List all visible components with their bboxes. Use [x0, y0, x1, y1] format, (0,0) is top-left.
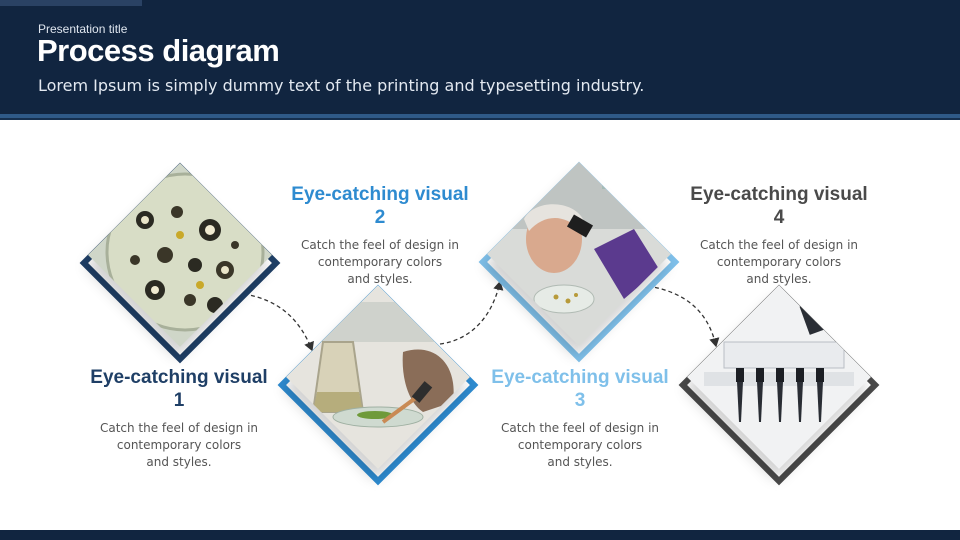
step-4-title: Eye-catching visual 4 [679, 183, 879, 229]
step-3-number: 3 [574, 390, 586, 411]
step-2-desc-line: Catch the feel of design in [300, 238, 460, 252]
scientist-microscope-image [487, 162, 671, 346]
header-divider-dark [0, 118, 960, 120]
step-1-title-text: Eye-catching visual [90, 367, 268, 388]
step-3-desc-line: Catch the feel of design in [500, 421, 660, 435]
step-4-description: Catch the feel of design in contemporary… [679, 237, 879, 288]
step-3-title-text: Eye-catching visual [491, 367, 669, 388]
step-3-visual [478, 161, 680, 363]
step-4-desc-line: and styles. [746, 272, 812, 286]
petri-dish-culture-image [88, 163, 272, 347]
step-2-visual [277, 284, 479, 486]
step-2-description: Catch the feel of design in contemporary… [280, 237, 480, 288]
step-1-desc-line: contemporary colors [116, 438, 242, 452]
step-4-title-text: Eye-catching visual [690, 184, 868, 205]
step-3-desc-line: and styles. [547, 455, 613, 469]
step-2-desc-line: contemporary colors [317, 255, 443, 269]
step-4-visual [678, 284, 880, 486]
step-3-caption: Eye-catching visual 3 Catch the feel of … [480, 366, 680, 471]
step-1-desc-line: Catch the feel of design in [99, 421, 259, 435]
step-1-description: Catch the feel of design in contemporary… [79, 420, 279, 471]
step-2-title-text: Eye-catching visual [291, 184, 469, 205]
header-tab-accent [0, 0, 142, 6]
multichannel-pipette-image [687, 285, 871, 469]
step-3-desc-line: contemporary colors [517, 438, 643, 452]
header-bar: Presentation title Process diagram Lorem… [0, 0, 960, 114]
step-2-number: 2 [374, 207, 386, 228]
footer-bar [0, 530, 960, 540]
step-1-title: Eye-catching visual 1 [79, 366, 279, 412]
step-4-desc-line: contemporary colors [716, 255, 842, 269]
step-4-caption: Eye-catching visual 4 Catch the feel of … [679, 183, 879, 288]
lab-pipette-sample-image [286, 285, 470, 469]
step-2-title: Eye-catching visual 2 [280, 183, 480, 229]
step-1-visual [79, 162, 281, 364]
step-3-description: Catch the feel of design in contemporary… [480, 420, 680, 471]
step-3-title: Eye-catching visual 3 [480, 366, 680, 412]
step-4-desc-line: Catch the feel of design in [699, 238, 859, 252]
step-2-caption: Eye-catching visual 2 Catch the feel of … [280, 183, 480, 288]
step-2-desc-line: and styles. [347, 272, 413, 286]
step-4-number: 4 [773, 207, 785, 228]
step-1-desc-line: and styles. [146, 455, 212, 469]
page-subtitle: Lorem Ipsum is simply dummy text of the … [38, 76, 645, 95]
step-1-number: 1 [173, 390, 185, 411]
presentation-eyebrow: Presentation title [38, 22, 128, 36]
page-title: Process diagram [37, 33, 280, 68]
header-divider [0, 114, 960, 118]
step-1-caption: Eye-catching visual 1 Catch the feel of … [79, 366, 279, 471]
